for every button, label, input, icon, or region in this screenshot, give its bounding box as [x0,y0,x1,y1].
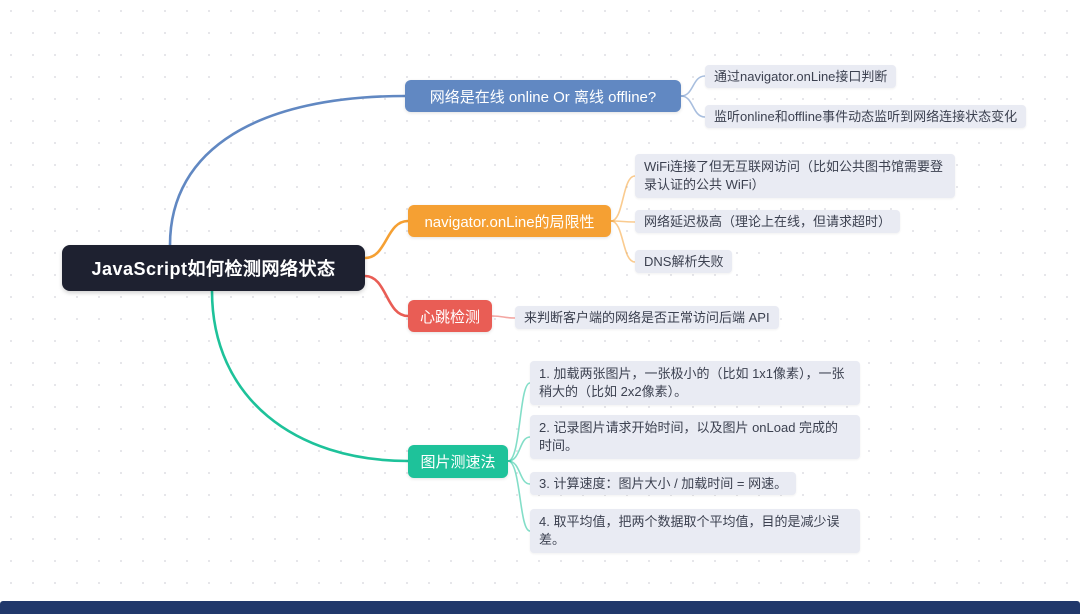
connector-online-child-1 [680,75,706,97]
connector-root-online-offline [168,94,407,247]
branch-node-online-offline[interactable]: 网络是在线 online Or 离线 offline? [405,80,681,112]
connector-image-speed-child-4 [507,460,531,532]
connector-heartbeat-child-1 [491,315,516,319]
child-node-wifi-no-internet[interactable]: WiFi连接了但无互联网访问（比如公共图书馆需要登录认证的公共 WiFi） [635,154,955,198]
root-node[interactable]: JavaScript如何检测网络状态 [62,245,365,291]
child-node-dns-failure[interactable]: DNS解析失败 [635,250,733,273]
child-node-heartbeat-check[interactable]: 来判断客户端的网络是否正常访问后端 API [515,306,779,329]
child-node-online-offline-events[interactable]: 监听online和offline事件动态监听到网络连接状态变化 [705,105,1027,128]
connector-limitations-child-1 [610,175,636,222]
connector-limitations-child-3 [610,220,636,263]
connector-root-heartbeat [363,274,410,318]
branch-node-limitations[interactable]: navigator.onLine的局限性 [408,205,611,237]
connector-image-speed-child-2 [507,436,531,462]
branch-node-image-speed[interactable]: 图片测速法 [408,445,508,478]
connector-online-child-2 [680,95,706,118]
child-node-step-3[interactable]: 3. 计算速度：图片大小 / 加载时间 = 网速。 [530,472,797,495]
child-node-step-2[interactable]: 2. 记录图片请求开始时间，以及图片 onLoad 完成的时间。 [530,415,860,459]
bottom-edge-bar [0,601,1080,614]
connector-image-speed-child-1 [507,382,531,462]
child-node-high-latency[interactable]: 网络延迟极高（理论上在线，但请求超时） [635,210,901,233]
branch-node-heartbeat[interactable]: 心跳检测 [408,300,492,332]
child-node-step-4[interactable]: 4. 取平均值，把两个数据取个平均值，目的是减少误差。 [530,509,860,553]
child-node-navigator-online-api[interactable]: 通过navigator.onLine接口判断 [705,65,897,88]
connector-root-image-speed [210,289,410,463]
child-node-step-1[interactable]: 1. 加载两张图片，一张极小的（比如 1x1像素），一张稍大的（比如 2x2像素… [530,361,860,405]
connector-root-limitations [363,219,410,260]
connector-image-speed-child-3 [507,460,531,485]
